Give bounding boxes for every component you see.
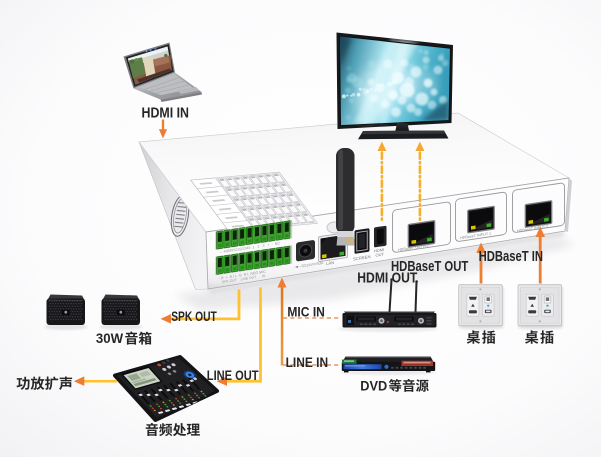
svg-text:HDBaseT OUTPUT: HDBaseT OUTPUT [398, 243, 431, 252]
svg-text:LINE IN: LINE IN [286, 354, 329, 370]
svg-text:SCREEN: SCREEN [353, 254, 370, 262]
svg-text:OUT: OUT [376, 251, 385, 257]
svg-text:DVD: DVD [360, 378, 387, 393]
svg-text:HDBaseT IN: HDBaseT IN [479, 249, 543, 265]
svg-text:HDMI OUT: HDMI OUT [357, 270, 417, 286]
svg-text:LINE OUT: LINE OUT [207, 367, 259, 383]
svg-text:- B + B | L G R L NEG MIC: - B + B | L G R L NEG MIC [219, 270, 266, 281]
svg-text:HDMI IN: HDMI IN [142, 105, 190, 122]
svg-text:┄■┄ DC24V/VN3A: ┄■┄ DC24V/VN3A [294, 261, 324, 269]
svg-text:SPK OUT: SPK OUT [171, 308, 217, 324]
svg-text:SPK OUT LINE OUT IN: SPK OUT LINE OUT IN [222, 274, 266, 284]
svg-text:LAN: LAN [326, 260, 334, 266]
svg-text:30W: 30W [96, 331, 123, 346]
svg-text:HDBaseT OUT: HDBaseT OUT [391, 259, 468, 275]
svg-text:HDBaseT INPUT 2: HDBaseT INPUT 2 [517, 225, 548, 234]
svg-text:HDBaseT INPUT 1: HDBaseT INPUT 1 [460, 232, 491, 241]
svg-text:HDMI: HDMI [374, 247, 384, 253]
svg-text:MIC IN: MIC IN [287, 304, 325, 320]
